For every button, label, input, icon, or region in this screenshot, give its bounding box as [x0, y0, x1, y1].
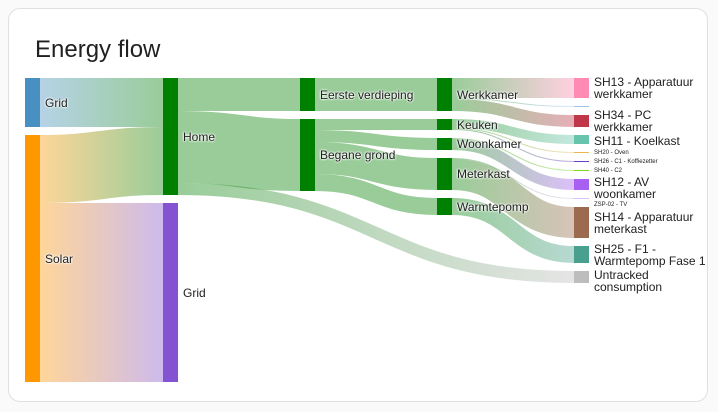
- node-eerste[interactable]: [300, 78, 315, 111]
- node-label-sh13: SH13 - Apparatuur werkkamer: [594, 75, 694, 101]
- node-label-warmtepomp: Warmtepomp: [457, 199, 529, 214]
- node-label-home: Home: [183, 129, 216, 144]
- flow-link-begane-meterkast: [314, 142, 438, 190]
- node-woonkamer[interactable]: [437, 138, 452, 150]
- flow-link-woonkamer-sh40: [451, 138, 575, 171]
- node-werkkamer[interactable]: [437, 78, 452, 111]
- node-label-sh20: SH20 - Oven: [594, 149, 629, 156]
- flow-link-werkkamer-wk_small: [451, 98, 575, 107]
- node-label-grid_out: Grid: [183, 285, 206, 300]
- node-label-werkkamer: Werkkamer: [457, 87, 519, 102]
- node-label-sh11: SH11 - Koelkast: [594, 134, 680, 148]
- flow-link-meterkast-zsp02: [451, 158, 575, 199]
- flow-link-keuken-sh20: [451, 128, 575, 153]
- node-sh25[interactable]: [574, 246, 589, 263]
- node-sh40[interactable]: [574, 170, 589, 171]
- card-title: Energy flow: [35, 36, 161, 63]
- node-label-woonkamer: Woonkamer: [457, 137, 522, 151]
- flow-link-meterkast-sh14: [451, 159, 575, 238]
- flow-link-werkkamer-sh34: [451, 99, 575, 127]
- node-sh12[interactable]: [574, 179, 589, 190]
- node-sh13[interactable]: [574, 78, 589, 98]
- node-label-meterkast: Meterkast: [457, 167, 510, 181]
- node-sh26[interactable]: [574, 161, 589, 162]
- node-label-sh14: SH14 - Apparatuur meterkast: [594, 209, 694, 236]
- node-label-begane: Begane grond: [320, 148, 396, 162]
- flow-link-solar-home: [39, 127, 164, 203]
- node-grid_in[interactable]: [25, 78, 40, 127]
- node-zsp02[interactable]: [574, 198, 589, 199]
- node-meterkast[interactable]: [437, 158, 452, 190]
- node-sh14[interactable]: [574, 207, 589, 238]
- flow-link-home-begane: [177, 111, 301, 191]
- node-label-untracked: Untracked consumption: [594, 267, 663, 294]
- flow-link-warmtepomp-sh25: [451, 198, 575, 263]
- node-label-keuken: Keuken: [457, 117, 498, 132]
- node-keuken[interactable]: [437, 119, 452, 130]
- node-home[interactable]: [163, 78, 178, 195]
- node-begane[interactable]: [300, 119, 315, 191]
- flow-link-woonkamer-sh12: [451, 139, 575, 190]
- flow-link-begane-warmtepomp: [314, 174, 438, 215]
- node-label-grid_in: Grid: [45, 95, 68, 110]
- node-label-sh12: SH12 - AV woonkamer: [594, 174, 657, 201]
- node-label-sh25: SH25 - F1 - Warmtepomp Fase 1: [594, 241, 706, 268]
- flow-link-home-untracked: [177, 183, 575, 283]
- node-sh34[interactable]: [574, 115, 589, 127]
- flow-link-keuken-sh11: [451, 119, 575, 144]
- node-wk_small[interactable]: [574, 106, 589, 107]
- node-grid_out[interactable]: [163, 203, 178, 382]
- node-label-sh26: SH26 - C1 - Koffiezetter: [594, 158, 658, 165]
- node-sh11[interactable]: [574, 135, 589, 144]
- flow-link-keuken-sh26: [451, 129, 575, 162]
- node-warmtepomp[interactable]: [437, 198, 452, 215]
- node-sh20[interactable]: [574, 152, 589, 153]
- node-untracked[interactable]: [574, 271, 589, 283]
- node-label-solar: Solar: [45, 251, 74, 266]
- node-label-sh34: SH34 - PC werkkamer: [594, 108, 653, 134]
- node-label-eerste: Eerste verdieping: [320, 87, 414, 102]
- node-solar[interactable]: [25, 135, 40, 382]
- flow-link-begane-woonkamer: [314, 130, 438, 150]
- node-label-zsp02: ZSP-02 - TV: [594, 201, 628, 208]
- node-label-sh40: SH40 - C2: [594, 167, 623, 174]
